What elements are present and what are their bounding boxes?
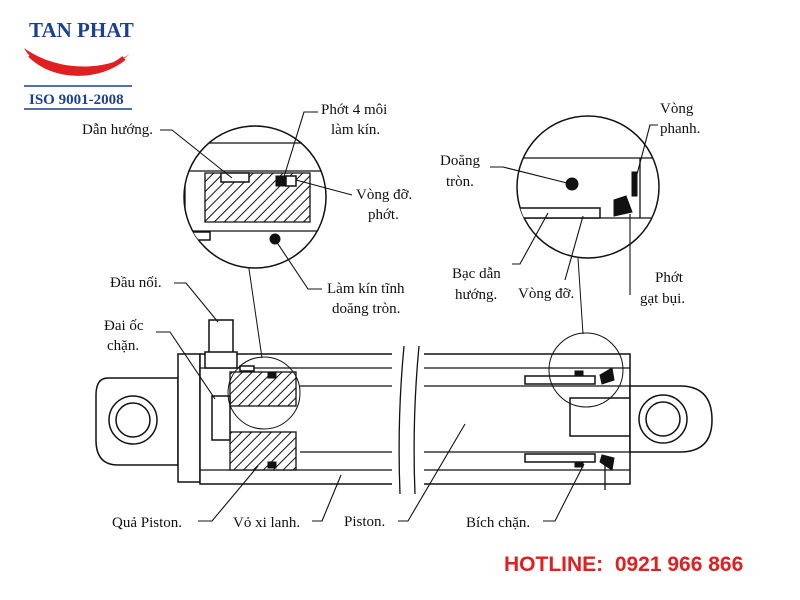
label-vong-do-phot-line1: Vòng đỡ. (356, 187, 412, 203)
label-piston: Piston. (344, 514, 385, 530)
piston-head-upper (229, 371, 297, 407)
hotline-text: HOTLINE: 0921 966 866 (504, 553, 743, 576)
piston-head-lower (229, 431, 297, 471)
label-dai-oc-line2: chặn. (107, 338, 139, 354)
label-bac-dan-huong-line2: hướng. (455, 287, 497, 303)
label-vong-do: Vòng đỡ. (518, 286, 574, 302)
label-doang-tron-line2: tròn. (446, 174, 474, 190)
label-dau-noi: Đầu nối. (110, 275, 162, 291)
company-logo: TAN PHAT ISO 9001-2008 (24, 18, 134, 110)
label-dan-huong: Dẫn hướng. (82, 122, 153, 138)
label-lam-kin-tinh-line1: Làm kín tĩnh (327, 281, 405, 297)
zoom-marker-left (227, 356, 301, 430)
label-phot-gat-bui-line1: Phớt (655, 270, 684, 286)
cylinder-drawing (95, 257, 713, 495)
detail-rod-seal (516, 115, 660, 259)
leader-lines (156, 111, 658, 522)
label-phot-4-moi-line1: Phớt 4 môi (321, 102, 387, 118)
label-bich-chan: Bích chặn. (466, 515, 530, 531)
label-doang-tron-line1: Doăng (440, 153, 480, 169)
label-vong-do-phot-line2: phớt. (368, 207, 399, 223)
label-phot-gat-bui-line2: gạt bụi. (640, 291, 685, 307)
label-vong-phanh-line1: Vòng (660, 101, 694, 117)
label-dai-oc-line1: Đai ốc (104, 318, 144, 334)
port-fitting (208, 319, 234, 355)
zoom-marker-right (548, 332, 624, 408)
rod-gland-lower (524, 453, 596, 463)
label-lam-kin-tinh-line2: doăng tròn. (332, 301, 400, 317)
part-labels: Dẫn hướng. Phớt 4 môi làm kín. Vòng đỡ. … (82, 101, 700, 531)
left-eye-inner (115, 402, 151, 438)
right-eye-inner (645, 401, 681, 437)
label-phot-4-moi-line2: làm kín. (331, 122, 380, 138)
detail-piston-seal (183, 125, 327, 269)
rod-gland-upper (524, 375, 596, 385)
label-qua-piston: Quả Piston. (112, 515, 182, 531)
brand-name: TAN PHAT (29, 18, 134, 42)
end-cap-left (177, 353, 201, 483)
label-vo-xi-lanh: Vỏ xi lanh. (233, 515, 300, 531)
label-vong-phanh-line2: phanh. (660, 121, 700, 137)
label-bac-dan-huong-line1: Bạc dẫn (452, 266, 501, 282)
iso-certification: ISO 9001-2008 (29, 92, 124, 108)
